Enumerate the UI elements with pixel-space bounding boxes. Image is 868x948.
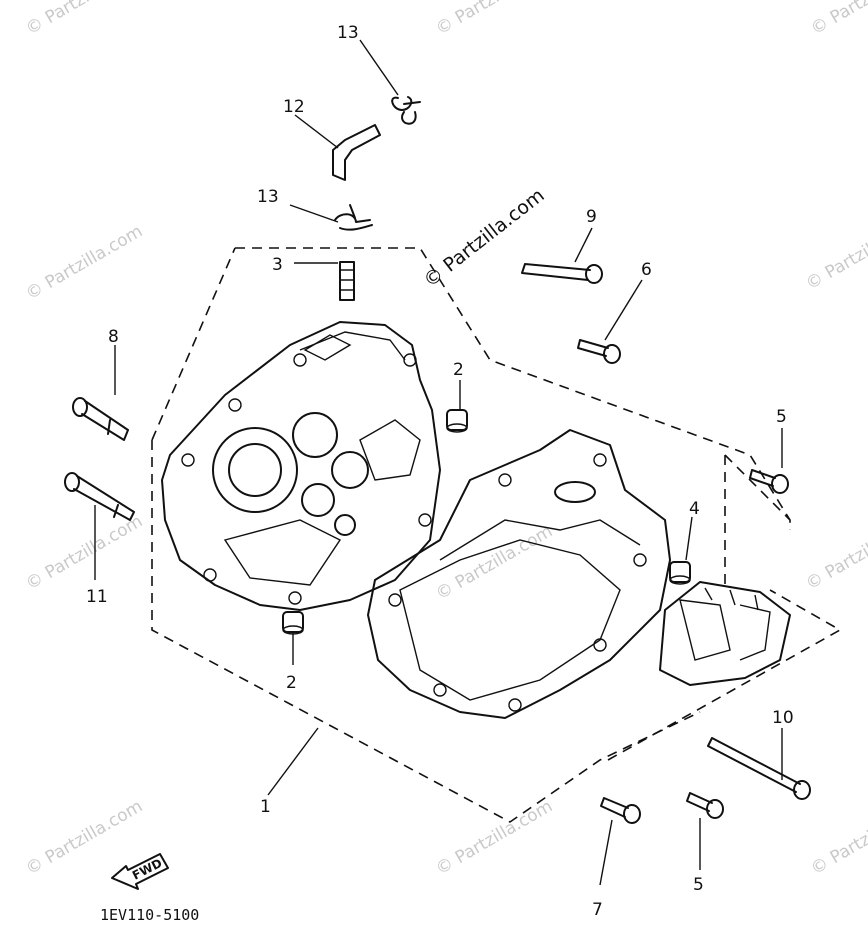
bolt-6 — [577, 339, 621, 364]
dowel-pin-lower — [282, 611, 304, 635]
watermark: © Partzilla.com — [23, 796, 147, 879]
right-crankcase-half — [367, 429, 671, 719]
assembly-outline — [151, 247, 791, 823]
callout-4: 4 — [689, 499, 700, 519]
bolt-9 — [521, 263, 603, 284]
watermarks: © Partzilla.com © Partzilla.com © Partzi… — [23, 0, 868, 879]
watermark: © Partzilla.com — [803, 211, 868, 294]
hose-clip-upper — [391, 96, 421, 125]
leader-lines — [94, 39, 783, 886]
breather-hose — [332, 124, 381, 181]
watermark: © Partzilla.com — [803, 511, 868, 594]
callout-5-upper: 5 — [776, 407, 787, 427]
watermark: © Partzilla.com — [808, 796, 868, 879]
watermark: © Partzilla.com — [808, 0, 868, 39]
watermark: © Partzilla.com — [23, 0, 147, 39]
fwd-arrow: FWD — [111, 853, 169, 890]
callout-5-lower: 5 — [693, 875, 704, 895]
watermark: © Partzilla.com — [23, 511, 147, 594]
bolt-5-lower — [686, 792, 724, 819]
bolt-8 — [72, 397, 129, 441]
callout-1: 1 — [260, 797, 271, 817]
callout-2-lower: 2 — [286, 673, 297, 693]
watermark-center: © Partzilla.com — [420, 184, 549, 292]
callout-13-lower: 13 — [257, 187, 279, 207]
callout-2-upper: 2 — [453, 360, 464, 380]
oil-strainer — [659, 581, 791, 686]
hose-clip-lower — [334, 204, 373, 231]
left-crankcase-half — [161, 321, 441, 611]
callout-8: 8 — [108, 327, 119, 347]
callout-13-upper: 13 — [337, 23, 359, 43]
callout-10: 10 — [772, 708, 794, 728]
dowel-pin-upper — [446, 409, 468, 433]
bolt-5-upper — [749, 469, 789, 494]
callout-3: 3 — [272, 255, 283, 275]
callout-11: 11 — [86, 587, 108, 607]
breather-fitting — [339, 261, 355, 301]
callout-12: 12 — [283, 97, 305, 117]
callout-9: 9 — [586, 207, 597, 227]
dowel-pin-right — [669, 561, 691, 585]
callout-6: 6 — [641, 260, 652, 280]
watermark: © Partzilla.com — [23, 221, 147, 304]
filter-outline — [607, 454, 842, 761]
bolt-10 — [707, 737, 811, 800]
callout-7: 7 — [592, 900, 603, 920]
diagram-code: 1EV110-5100 — [100, 906, 199, 924]
bolt-7 — [600, 797, 641, 824]
watermark: © Partzilla.com — [433, 521, 557, 604]
watermark: © Partzilla.com — [433, 0, 557, 39]
bolt-11 — [64, 472, 135, 521]
watermark: © Partzilla.com — [433, 796, 557, 879]
